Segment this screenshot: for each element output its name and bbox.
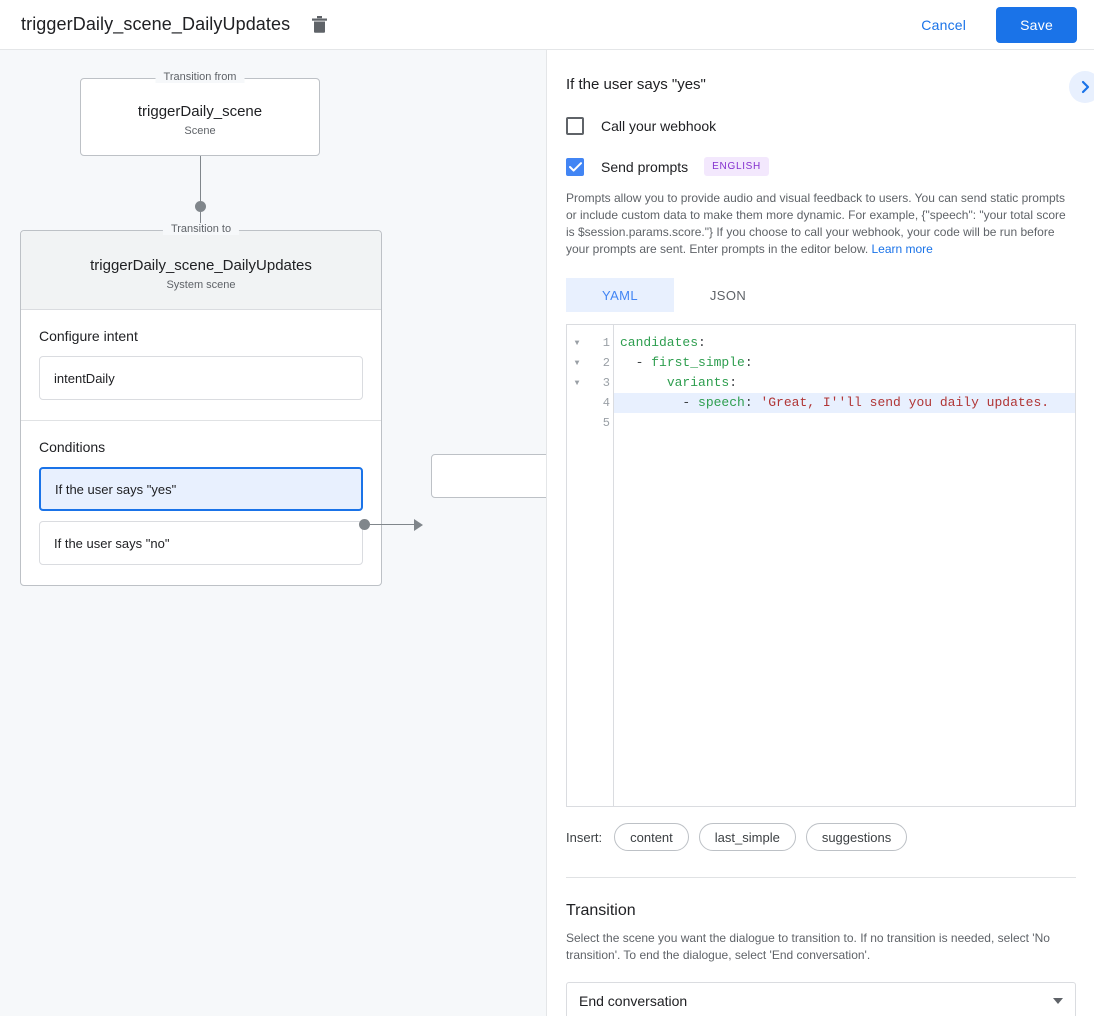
gutter-line: ▼1 bbox=[567, 333, 613, 353]
transition-from-subtitle: Scene bbox=[184, 125, 216, 137]
chevron-right-icon bbox=[1081, 80, 1090, 94]
configure-intent-section: Configure intent intentDaily bbox=[21, 310, 381, 420]
transition-from-title: triggerDaily_scene bbox=[137, 103, 263, 120]
insert-chip-last-simple[interactable]: last_simple bbox=[698, 823, 796, 851]
code-token: - bbox=[620, 395, 699, 410]
code-line[interactable]: - speech: 'Great, I''ll send you daily u… bbox=[614, 393, 1075, 413]
insert-row: Insert: content last_simple suggestions bbox=[566, 823, 1076, 851]
code-token: speech bbox=[698, 395, 745, 410]
send-prompts-checkbox[interactable] bbox=[566, 157, 584, 176]
code-line[interactable]: variants: bbox=[614, 373, 1075, 393]
line-number: 5 bbox=[602, 416, 610, 430]
gutter-line: 4 bbox=[567, 393, 613, 413]
send-prompts-label: Send prompts bbox=[601, 158, 689, 175]
fold-triangle-icon[interactable]: ▼ bbox=[574, 338, 580, 348]
code-token: variants bbox=[666, 375, 730, 390]
flow-canvas[interactable]: Transition from triggerDaily_scene Scene… bbox=[0, 50, 547, 1016]
condition-item-yes[interactable]: If the user says "yes" bbox=[39, 467, 363, 511]
transition-description: Select the scene you want the dialogue t… bbox=[566, 931, 1050, 962]
editor-code-area[interactable]: candidates: - first_simple: variants: - … bbox=[614, 325, 1075, 806]
transition-to-legend: Transition to bbox=[162, 223, 240, 235]
code-token bbox=[620, 375, 667, 390]
code-token: first_simple bbox=[651, 355, 745, 370]
webhook-label: Call your webhook bbox=[601, 118, 717, 134]
insert-chip-suggestions[interactable]: suggestions bbox=[805, 823, 908, 851]
transition-to-node: Transition to triggerDaily_scene_DailyUp… bbox=[20, 223, 382, 586]
panel-title: If the user says "yes" bbox=[566, 76, 706, 93]
code-token: : bbox=[698, 335, 706, 350]
transition-from-node[interactable]: Transition from triggerDaily_scene Scene bbox=[80, 71, 320, 156]
code-line[interactable] bbox=[614, 413, 1075, 433]
line-number: 1 bbox=[602, 336, 610, 350]
condition-edge-dot bbox=[359, 519, 370, 530]
checkmark-icon bbox=[568, 161, 582, 172]
code-token: 'Great, I''ll send you daily updates. bbox=[760, 395, 1050, 410]
conditions-section: Conditions If the user says "yes" If the… bbox=[21, 420, 381, 585]
webhook-row[interactable]: Call your webhook bbox=[566, 117, 1076, 135]
gutter-line: ▼3 bbox=[567, 373, 613, 393]
save-button[interactable]: Save bbox=[996, 6, 1077, 43]
edge-source-dot bbox=[195, 201, 206, 212]
code-token: - bbox=[620, 355, 652, 370]
edge-arrow-right-icon bbox=[414, 519, 423, 531]
caret-down-icon bbox=[1053, 998, 1063, 1004]
conditions-label: Conditions bbox=[39, 439, 106, 455]
prompts-description: Prompts allow you to provide audio and v… bbox=[566, 190, 1076, 258]
cancel-button[interactable]: Cancel bbox=[913, 9, 974, 41]
transition-section: Transition Select the scene you want the… bbox=[548, 878, 1094, 1016]
transition-from-legend: Transition from bbox=[155, 71, 245, 83]
delete-button[interactable] bbox=[306, 12, 332, 38]
expand-panel-button[interactable] bbox=[1069, 71, 1094, 103]
downstream-node-partial[interactable] bbox=[431, 454, 546, 498]
top-bar-actions: Cancel Save bbox=[913, 6, 1077, 43]
details-panel: If the user says "yes" Call your webhook… bbox=[548, 50, 1094, 1016]
transition-title: Transition bbox=[566, 902, 636, 919]
tab-yaml[interactable]: YAML bbox=[566, 278, 674, 312]
fold-triangle-icon[interactable]: ▼ bbox=[574, 358, 580, 368]
code-token: : bbox=[729, 375, 738, 390]
transition-to-subtitle: System scene bbox=[166, 279, 236, 291]
page-title: triggerDaily_scene_DailyUpdates bbox=[21, 14, 291, 34]
prompts-description-text: Prompts allow you to provide audio and v… bbox=[566, 191, 1066, 256]
insert-chip-content[interactable]: content bbox=[614, 823, 689, 851]
learn-more-link[interactable]: Learn more bbox=[871, 242, 933, 256]
line-number: 4 bbox=[602, 396, 610, 410]
tab-json[interactable]: JSON bbox=[709, 287, 747, 303]
panel-content: If the user says "yes" Call your webhook… bbox=[548, 50, 1094, 878]
transition-select[interactable]: End conversation bbox=[566, 982, 1076, 1016]
editor-format-tabs: YAML JSON bbox=[566, 278, 1076, 312]
language-badge: ENGLISH bbox=[704, 157, 769, 176]
trash-icon bbox=[311, 16, 327, 33]
configure-intent-label: Configure intent bbox=[39, 328, 138, 344]
gutter-line: ▼2 bbox=[567, 353, 613, 373]
code-token: : bbox=[744, 355, 753, 370]
code-line[interactable]: - first_simple: bbox=[614, 353, 1075, 373]
code-token: candidates bbox=[620, 335, 699, 350]
transition-to-title: triggerDaily_scene_DailyUpdates bbox=[90, 257, 312, 274]
gutter-line: 5 bbox=[567, 413, 613, 433]
panel-divider bbox=[566, 877, 1076, 878]
send-prompts-row[interactable]: Send prompts ENGLISH bbox=[566, 157, 1076, 176]
webhook-checkbox[interactable] bbox=[566, 117, 584, 135]
condition-item-no[interactable]: If the user says "no" bbox=[39, 521, 363, 565]
line-number: 2 bbox=[602, 356, 610, 370]
intent-field[interactable]: intentDaily bbox=[39, 356, 363, 400]
code-token: : bbox=[744, 395, 761, 410]
code-line[interactable]: candidates: bbox=[614, 333, 1075, 353]
line-number: 3 bbox=[602, 376, 610, 390]
transition-select-value: End conversation bbox=[579, 993, 688, 1009]
fold-triangle-icon[interactable]: ▼ bbox=[574, 378, 580, 388]
transition-to-header: Transition to triggerDaily_scene_DailyUp… bbox=[21, 223, 381, 310]
insert-label: Insert: bbox=[566, 829, 603, 845]
top-bar: triggerDaily_scene_DailyUpdates Cancel S… bbox=[0, 0, 1094, 50]
horizontal-edge-line bbox=[370, 524, 414, 525]
